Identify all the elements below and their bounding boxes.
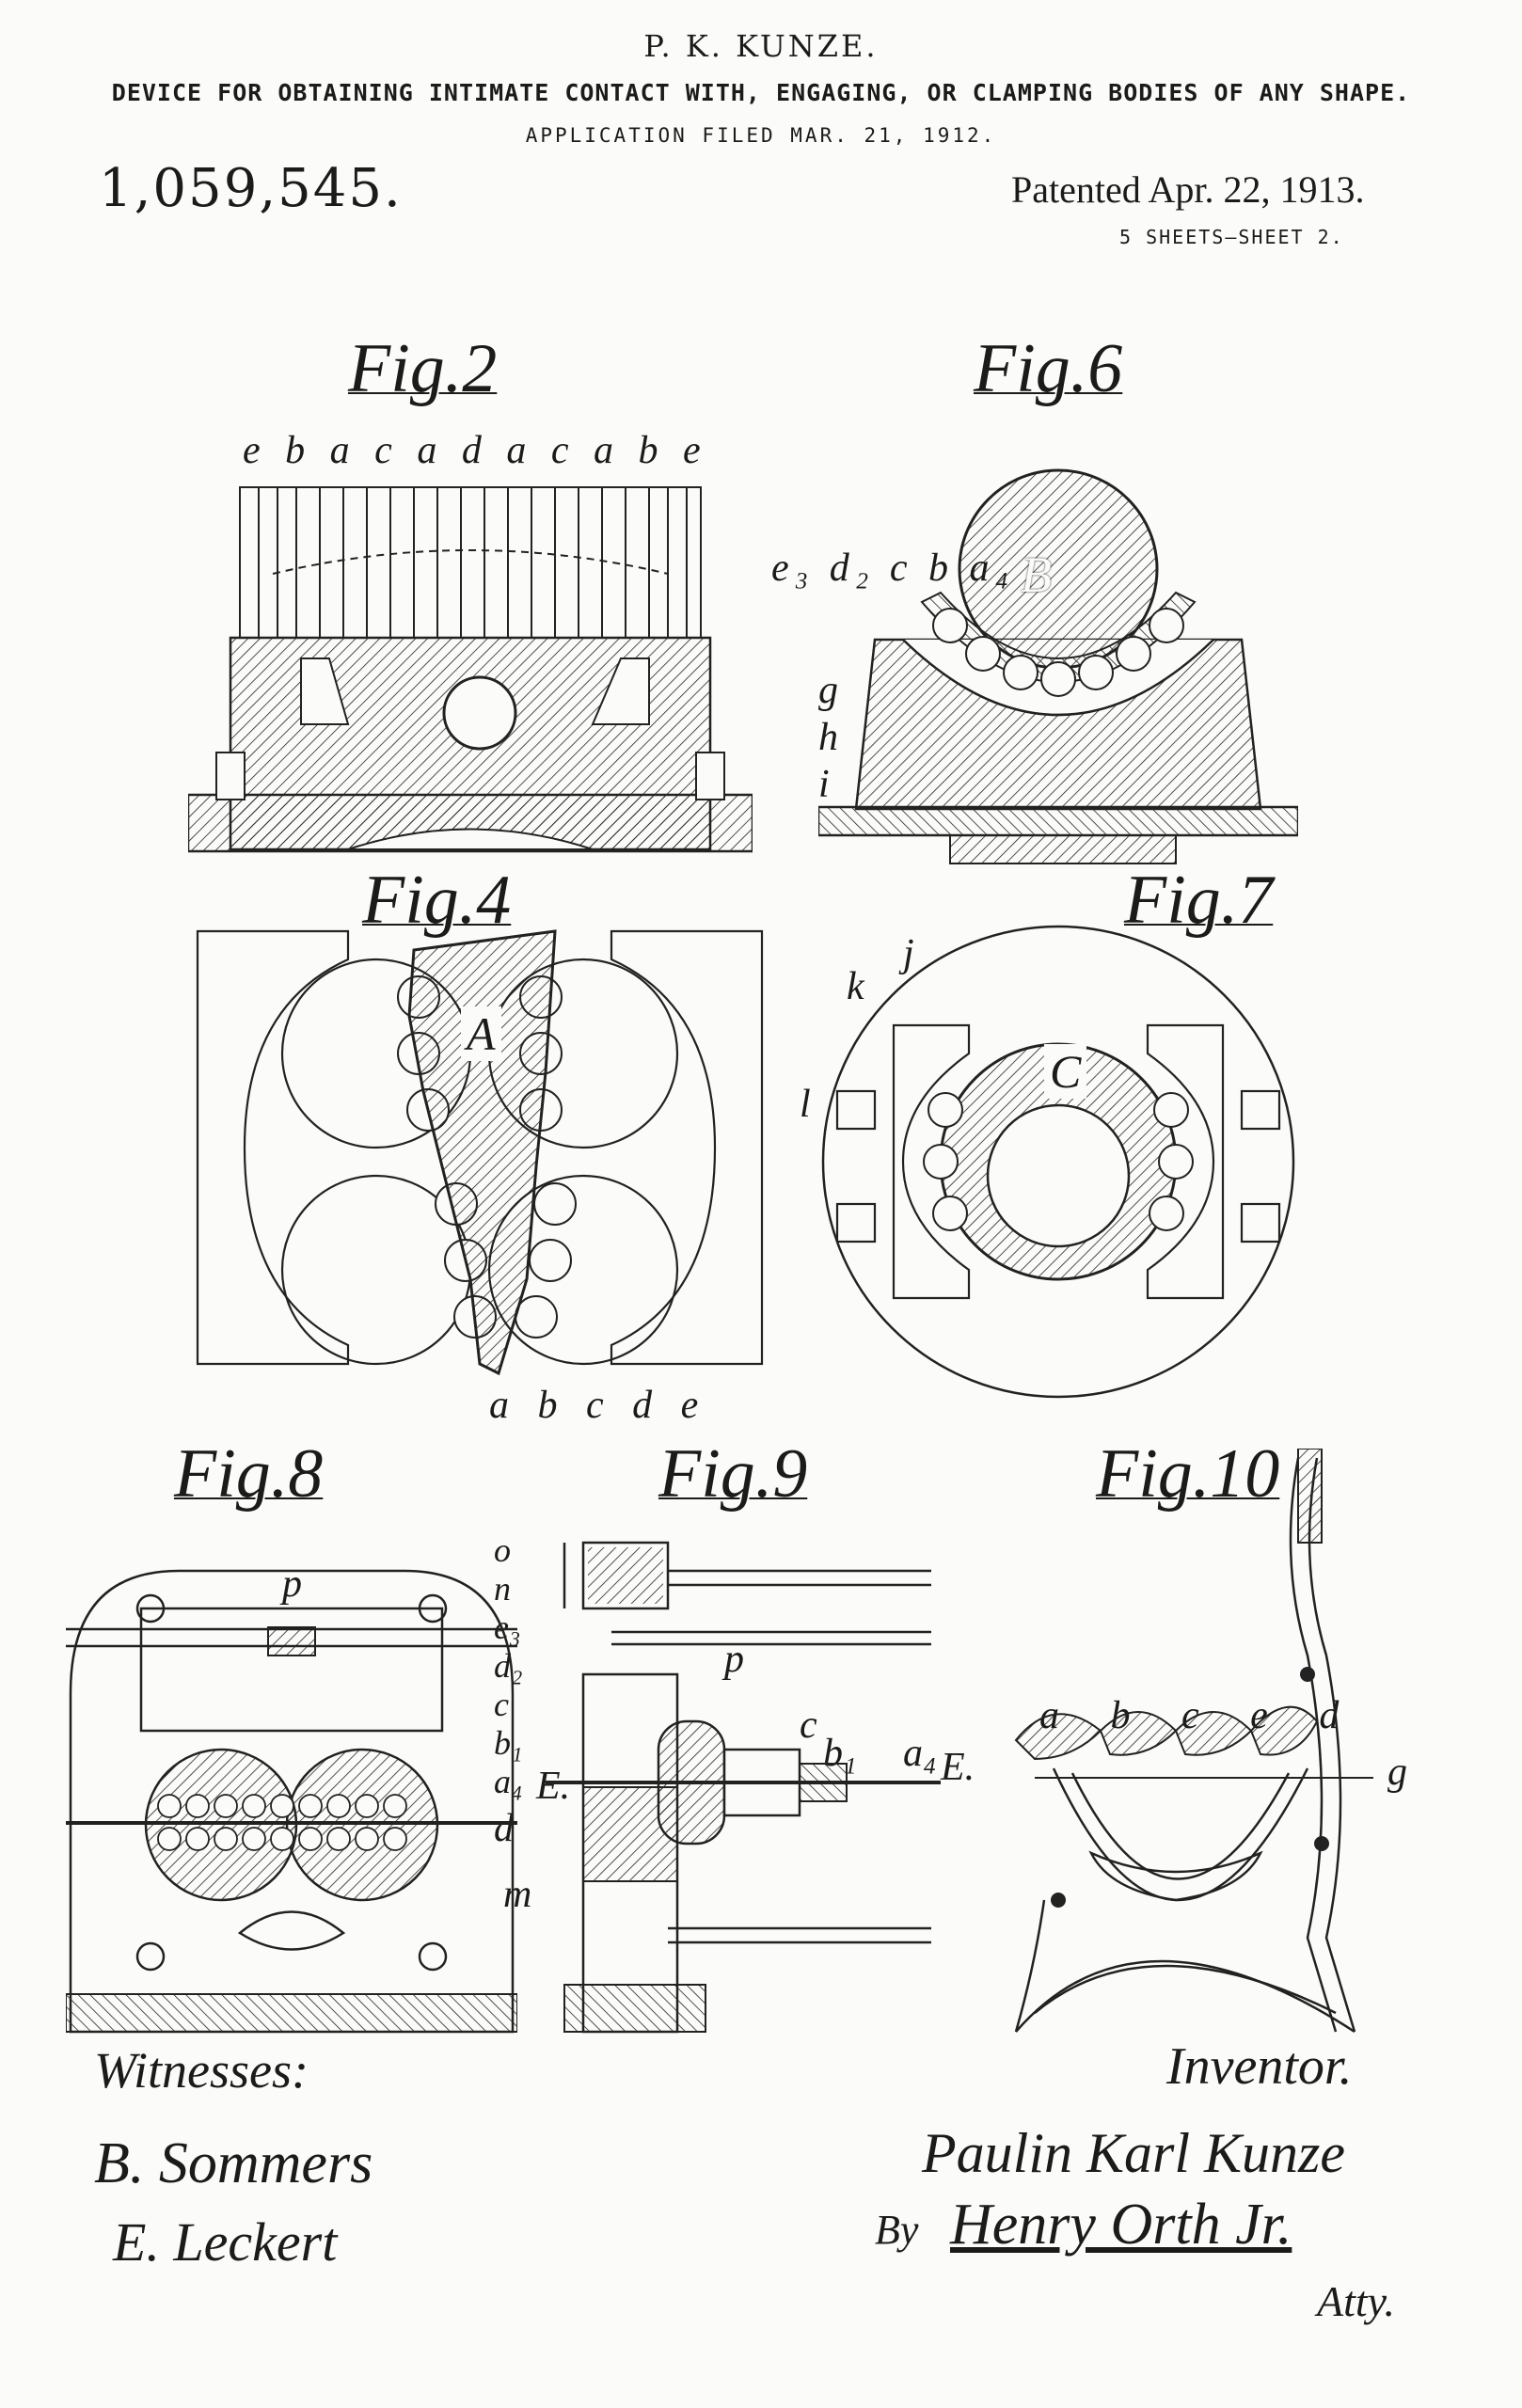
fig2-reference-letters: e b a c a d a c a b e	[243, 429, 708, 472]
fig7-label-j: j	[903, 932, 914, 975]
patented-date: Patented Apr. 22, 1913.	[1011, 168, 1365, 211]
attorney-signature: Henry Orth Jr.	[950, 2193, 1292, 2257]
inventor-label: Inventor.	[1166, 2037, 1353, 2096]
fig10-label: Fig.10	[1096, 1435, 1280, 1513]
fig7-label-k: k	[847, 965, 864, 1008]
sheet-count: 5 SHEETS—SHEET 2.	[1119, 226, 1344, 248]
witnesses-label: Witnesses:	[94, 2042, 309, 2099]
fig9-label: Fig.9	[658, 1435, 808, 1513]
fig7-label: Fig.7	[1124, 862, 1274, 939]
fig8-label-p: p	[282, 1562, 302, 1606]
fig2-label: Fig.2	[348, 330, 498, 407]
fig7-drawing	[821, 925, 1295, 1399]
fig9-label-c: c	[800, 1703, 817, 1747]
fig7-body-letter: C	[1044, 1044, 1087, 1099]
fig4-body-letter: A	[461, 1006, 501, 1061]
fig8-label-m: m	[503, 1873, 532, 1916]
inventor-signature: Paulin Karl Kunze	[922, 2122, 1346, 2184]
fig4-drawing	[196, 929, 764, 1376]
fig6-label: Fig.6	[974, 330, 1123, 407]
fig9-drawing	[546, 1541, 941, 2034]
fig8-label-d: d	[494, 1807, 514, 1850]
patent-number: 1,059,545.	[99, 158, 403, 219]
fig2-drawing	[188, 486, 753, 853]
inventor-name: P. K. KUNZE.	[643, 28, 879, 64]
fig6-label-h: h	[818, 716, 838, 759]
fig6-label-i: i	[818, 763, 830, 806]
fig7-label-l: l	[800, 1083, 811, 1126]
patent-title: DEVICE FOR OBTAINING INTIMATE CONTACT WI…	[111, 79, 1411, 106]
fig9-axis-e: E.	[941, 1746, 975, 1789]
application-filed: APPLICATION FILED MAR. 21, 1912.	[525, 124, 997, 147]
fig9-label-p: p	[724, 1638, 744, 1681]
fig4-label: Fig.4	[362, 862, 512, 939]
fig6-drawing	[818, 468, 1298, 864]
fig9-label-a4: a₄	[903, 1732, 937, 1775]
fig8-drawing	[66, 1569, 517, 2034]
witness-signature-1: B. Sommers	[94, 2131, 373, 2195]
fig8-label: Fig.8	[174, 1435, 324, 1513]
by-label: By	[875, 2207, 919, 2253]
fig10-drawing	[1014, 1449, 1373, 2034]
fig10-label-g: g	[1387, 1751, 1407, 1794]
atty-label: Atty.	[1317, 2277, 1396, 2325]
fig6-body-letter: B	[1021, 547, 1052, 603]
fig4-bottom-letters: a b c d e	[489, 1384, 708, 1427]
fig8-axis-e: E.	[536, 1765, 571, 1808]
fig8-side-letters: o n e₃ d₂ c b₁ a₄	[494, 1531, 523, 1800]
witness-signature-2: E. Leckert	[113, 2211, 338, 2273]
fig6-label-g: g	[818, 669, 838, 712]
